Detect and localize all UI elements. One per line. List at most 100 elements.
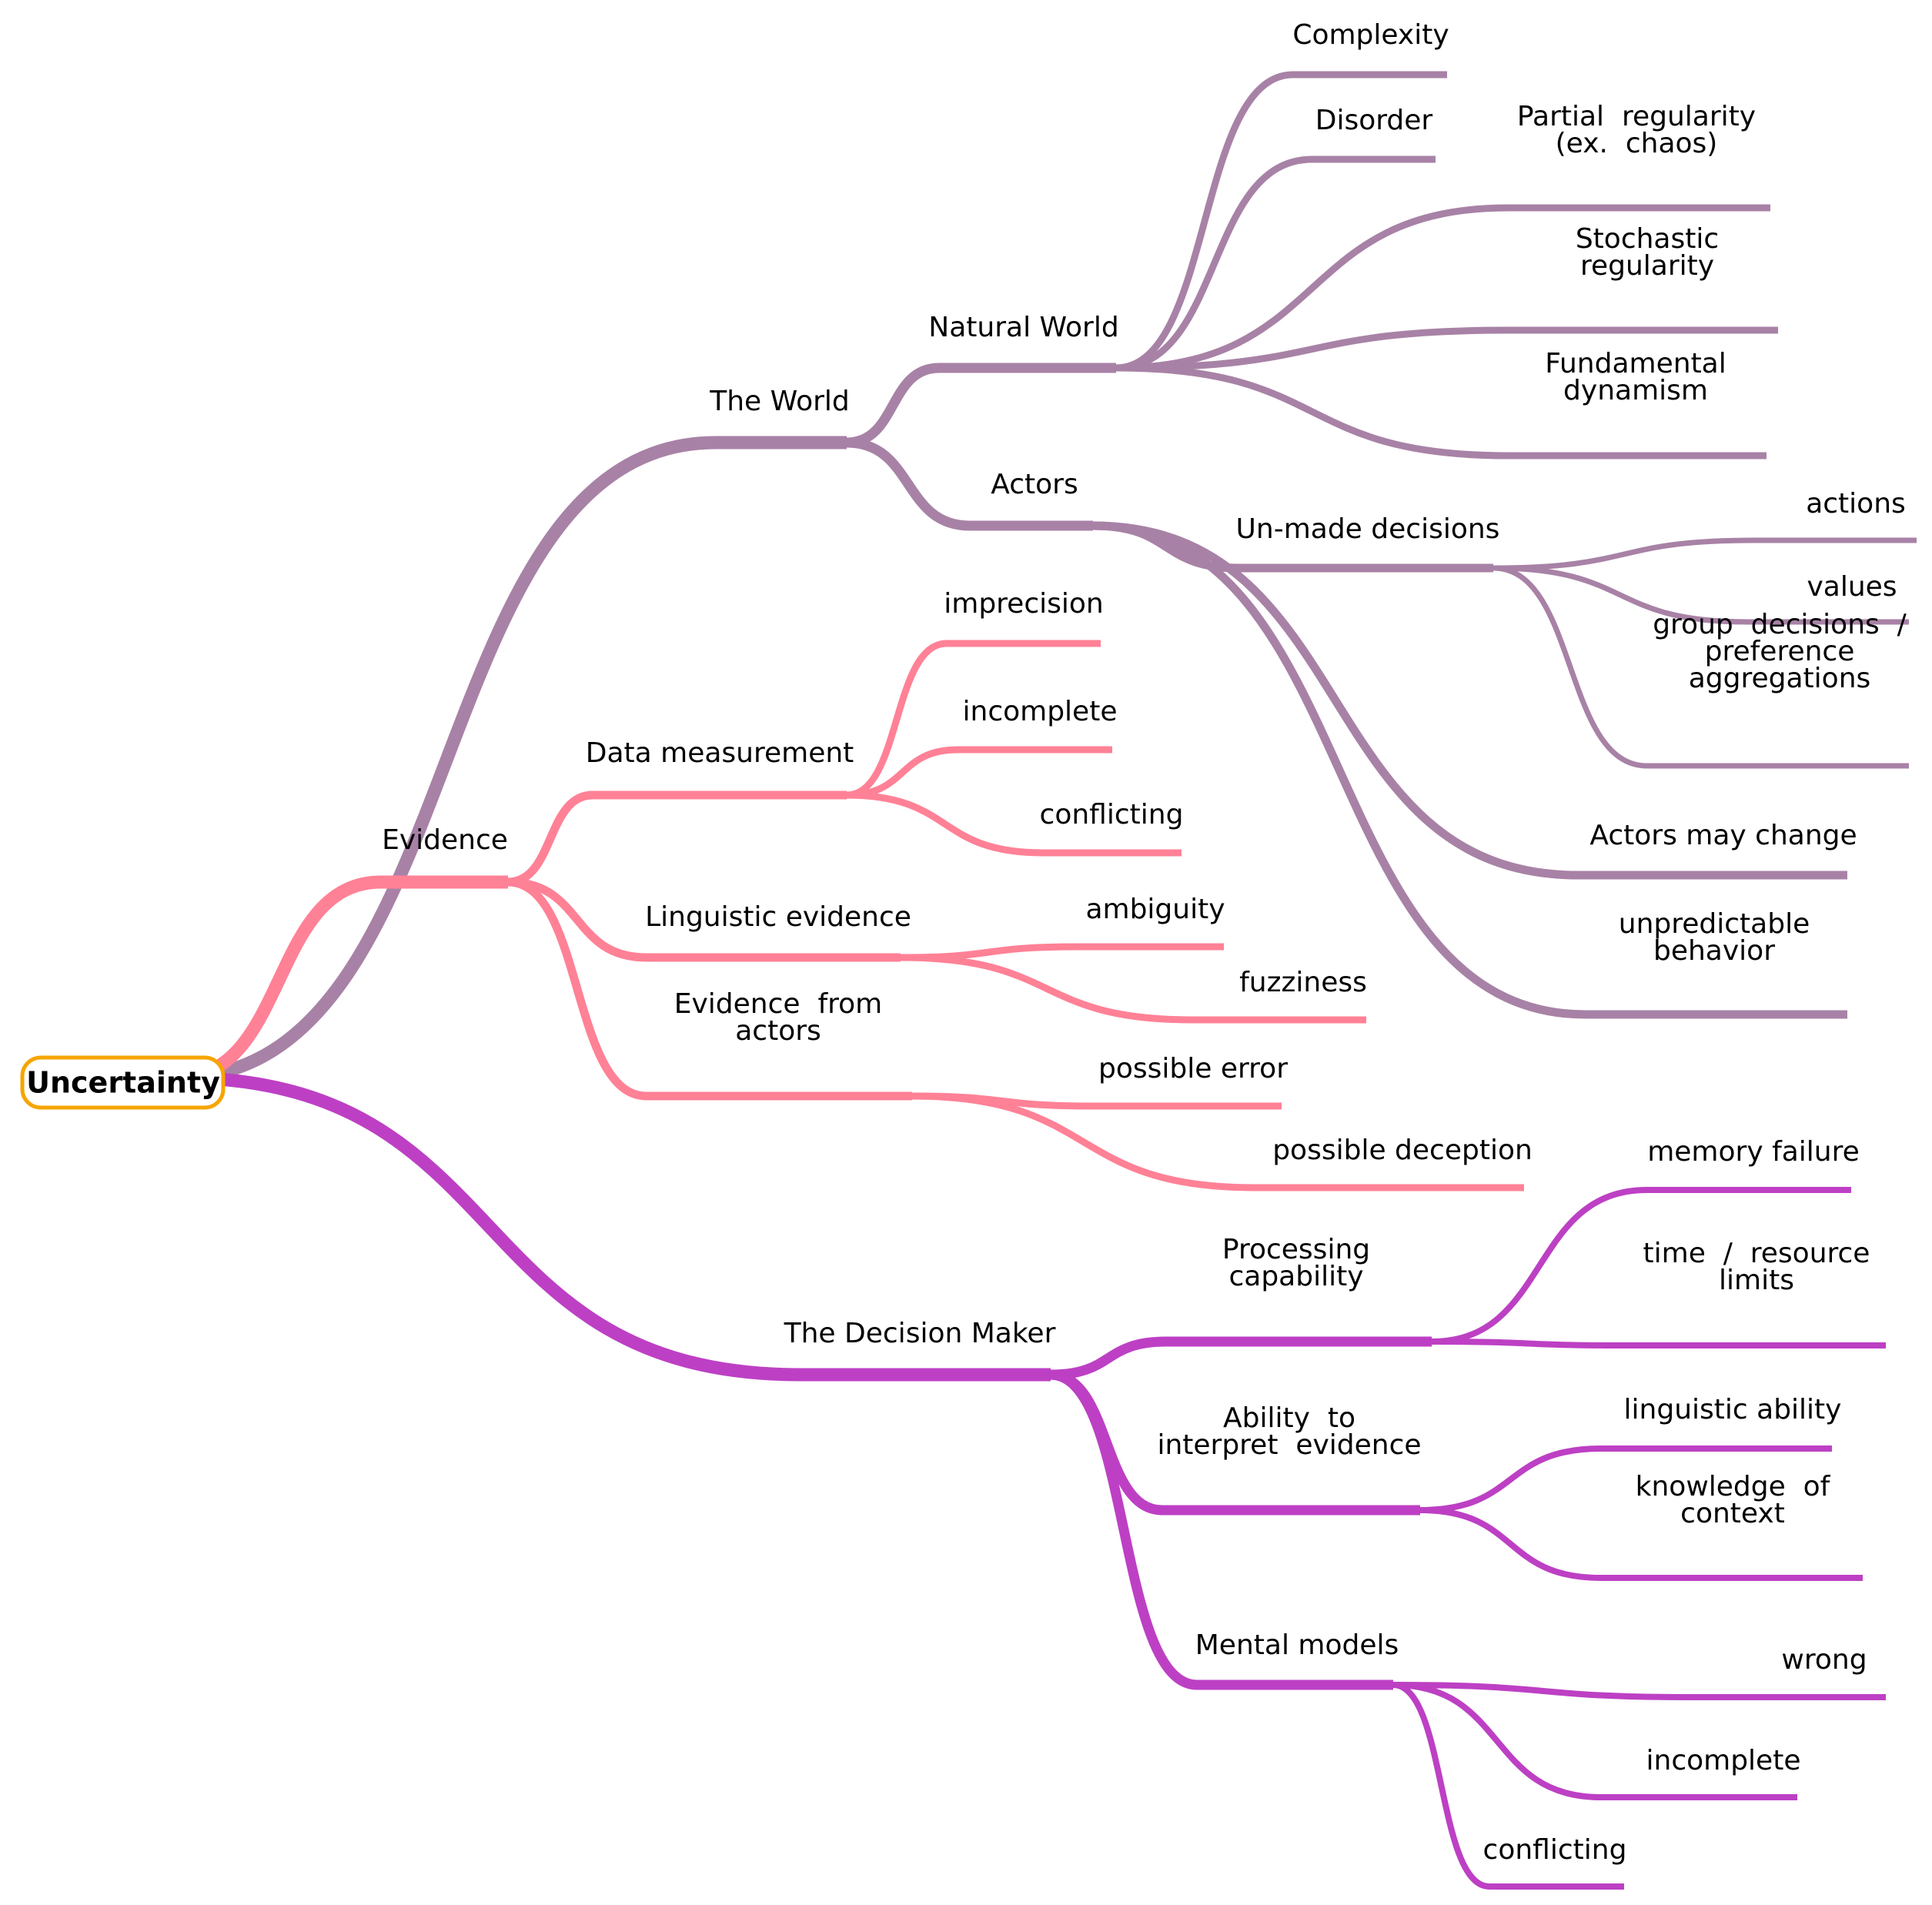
node-label-actions[interactable]: actions: [1806, 488, 1906, 520]
node-label-line: actors: [735, 1015, 821, 1047]
node-label-incomplete-models[interactable]: incomplete: [1646, 1745, 1801, 1776]
node-label-line: limits: [1719, 1265, 1794, 1296]
node-label-line: memory failure: [1647, 1136, 1860, 1168]
node-label-line: Natural World: [928, 312, 1118, 343]
branch-line-natural-world: [846, 363, 1116, 448]
node-label-line: regularity: [1580, 250, 1714, 282]
node-label-line: Un-made decisions: [1236, 513, 1500, 545]
node-label-line: time / resource: [1643, 1238, 1870, 1269]
node-label-partial-regularity[interactable]: Partial regularity(ex. chaos): [1517, 101, 1756, 159]
node-label-line: capability: [1228, 1261, 1363, 1292]
node-label-line: values: [1807, 571, 1897, 603]
node-label-complexity[interactable]: Complexity: [1292, 19, 1449, 51]
node-label-evidence[interactable]: Evidence: [382, 824, 508, 856]
branch-lines: [176, 71, 1917, 1890]
node-label-line: conflicting: [1040, 799, 1184, 831]
node-label-imprecision[interactable]: imprecision: [944, 588, 1103, 620]
node-label-line: incomplete: [963, 696, 1118, 727]
branch-line-ambiguity: [900, 943, 1224, 961]
node-label-line: behavior: [1653, 935, 1775, 967]
node-label-linguistic-ability[interactable]: linguistic ability: [1624, 1394, 1842, 1425]
node-label-ambiguity[interactable]: ambiguity: [1085, 894, 1225, 925]
branch-line-processing-capability: [1050, 1336, 1432, 1380]
node-label-line: Actors: [991, 469, 1078, 500]
node-label-line: Disorder: [1315, 105, 1433, 136]
branch-line-partial-regularity: [1115, 204, 1770, 372]
branch-line-incomplete-models: [1392, 1682, 1797, 1800]
node-label-line: knowledge of: [1636, 1471, 1831, 1502]
branch-line-wrong: [1392, 1682, 1886, 1700]
branch-line-knowledge-of-context: [1419, 1507, 1863, 1581]
node-label-wrong[interactable]: wrong: [1781, 1644, 1867, 1676]
branch-line-fundamental-dynamism: [1115, 364, 1767, 460]
node-label-line: group decisions /: [1653, 609, 1907, 640]
node-label-line: interpret evidence: [1157, 1429, 1421, 1461]
node-label-memory-failure[interactable]: memory failure: [1647, 1136, 1860, 1168]
node-label-line: fuzziness: [1239, 967, 1367, 998]
branch-line-fuzziness: [900, 954, 1366, 1024]
node-label-un-made-decisions[interactable]: Un-made decisions: [1236, 513, 1500, 545]
branch-line-data-measurement: [507, 790, 847, 887]
branch-line-conflicting-data: [846, 791, 1182, 857]
node-label-mental-models[interactable]: Mental models: [1195, 1629, 1399, 1661]
branch-line-memory-failure: [1431, 1187, 1851, 1345]
node-label-line: Fundamental: [1545, 348, 1726, 379]
node-label-line: Partial regularity: [1517, 101, 1756, 132]
node-label-line: Complexity: [1292, 19, 1449, 51]
node-label-conflicting-models[interactable]: conflicting: [1483, 1834, 1627, 1866]
root-node-box: [20, 1055, 226, 1110]
node-label-line: Evidence from: [674, 988, 882, 1020]
branch-line-actions: [1492, 537, 1917, 571]
node-label-line: linguistic ability: [1624, 1394, 1842, 1425]
branch-line-linguistic-ability: [1419, 1445, 1832, 1513]
node-label-decision-maker[interactable]: The Decision Maker: [784, 1318, 1056, 1349]
node-label-possible-deception[interactable]: possible deception: [1272, 1135, 1533, 1166]
node-label-possible-error[interactable]: possible error: [1098, 1053, 1288, 1085]
branch-line-time-resource-limits: [1431, 1339, 1886, 1349]
branch-line-possible-deception: [911, 1092, 1524, 1191]
node-label-values[interactable]: values: [1807, 571, 1897, 603]
branch-line-stochastic-regularity: [1115, 326, 1778, 372]
node-label-line: possible deception: [1272, 1135, 1533, 1166]
node-label-line: incomplete: [1646, 1745, 1801, 1776]
node-label-line: wrong: [1781, 1644, 1867, 1676]
node-label-natural-world[interactable]: Natural World: [928, 312, 1118, 343]
branch-line-imprecision: [846, 640, 1101, 799]
node-label-line: unpredictable: [1619, 908, 1810, 940]
node-label-fuzziness[interactable]: fuzziness: [1239, 967, 1367, 998]
branch-line-complexity: [1115, 71, 1447, 372]
node-label-line: conflicting: [1483, 1834, 1627, 1866]
node-label-line: preference: [1705, 636, 1855, 667]
node-label-actors[interactable]: Actors: [991, 469, 1078, 500]
branch-line-evidence-from-actors: [507, 877, 912, 1101]
node-label-line: Evidence: [382, 824, 508, 856]
node-label-line: (ex. chaos): [1556, 128, 1718, 159]
branch-line-actors-may-change: [1092, 521, 1847, 880]
branch-line-unpredictable-behavior: [1092, 521, 1847, 1019]
node-label-data-measurement[interactable]: Data measurement: [586, 737, 854, 769]
root-node[interactable]: Uncertainty: [20, 1055, 226, 1110]
node-label-line: context: [1680, 1498, 1785, 1529]
node-label-line: Actors may change: [1589, 820, 1857, 851]
node-label-line: The World: [709, 386, 850, 417]
branch-line-actors: [846, 437, 1093, 531]
node-label-actors-may-change[interactable]: Actors may change: [1589, 820, 1857, 851]
node-label-incomplete-data[interactable]: incomplete: [963, 696, 1118, 727]
node-label-disorder[interactable]: Disorder: [1315, 105, 1433, 136]
node-label-conflicting-data[interactable]: conflicting: [1040, 799, 1184, 831]
node-label-world[interactable]: The World: [709, 386, 850, 417]
node-labels: The World Natural World ComplexityDisorder…: [382, 19, 1907, 1866]
node-label-line: The Decision Maker: [784, 1318, 1056, 1349]
branch-line-decision-maker: [176, 1071, 1051, 1382]
node-label-linguistic-evidence[interactable]: Linguistic evidence: [645, 901, 911, 933]
